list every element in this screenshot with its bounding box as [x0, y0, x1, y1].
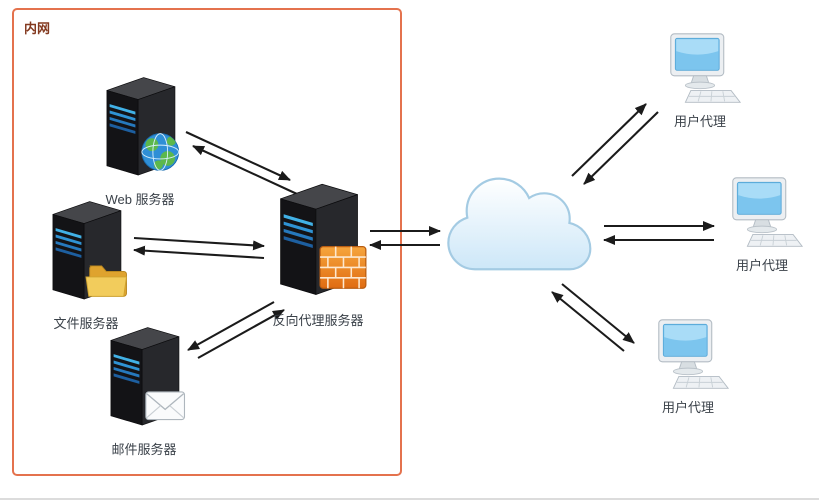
server-led-stripes — [109, 104, 136, 134]
keyboard-icon — [684, 89, 742, 103]
bottom-divider — [0, 498, 819, 500]
server-led-stripes — [283, 214, 313, 248]
mail-server-icon — [110, 327, 186, 426]
node-label: Web 服务器 — [105, 192, 175, 207]
node-internet-cloud — [430, 170, 608, 283]
cloud-icon — [447, 177, 592, 271]
node-label: 邮件服务器 — [111, 442, 177, 457]
file-server-icon — [52, 201, 128, 300]
node-label: 用户代理 — [673, 113, 726, 129]
monitor-icon — [732, 177, 787, 234]
node-mail-server: 邮件服务器 — [88, 322, 200, 458]
web-server-icon — [106, 77, 180, 176]
monitor-icon — [658, 319, 713, 376]
keyboard-icon — [672, 375, 730, 389]
server-led-stripes — [113, 354, 140, 384]
node-file-server: 文件服务器 — [30, 196, 142, 332]
intranet-box: 内网 — [12, 8, 402, 476]
node-user-agent-2: 用户代理 — [712, 176, 812, 274]
globe-icon — [141, 133, 180, 171]
arrow-agent3-to-cloud — [551, 291, 625, 352]
envelope-icon — [145, 391, 186, 421]
node-label: 用户代理 — [735, 257, 788, 273]
monitor-icon — [670, 33, 725, 90]
keyboard-icon — [746, 233, 804, 247]
reverse-proxy-icon — [280, 183, 367, 295]
arrow-cloud-to-agent3 — [561, 283, 635, 344]
node-user-agent-3: 用户代理 — [638, 318, 738, 416]
node-label: 反向代理服务器 — [272, 313, 364, 328]
node-label: 文件服务器 — [53, 316, 119, 331]
node-reverse-proxy: 反向代理服务器 — [252, 178, 384, 329]
node-label: 用户代理 — [661, 399, 714, 415]
intranet-label: 内网 — [24, 21, 51, 36]
server-led-stripes — [55, 228, 82, 258]
computer-icon — [658, 319, 730, 389]
node-web-server: Web 服务器 — [84, 72, 196, 208]
arrow-cloud-to-agent1 — [571, 103, 647, 177]
computer-icon — [732, 177, 804, 247]
node-user-agent-1: 用户代理 — [650, 32, 750, 130]
folder-icon — [85, 265, 128, 297]
computer-icon — [670, 33, 742, 103]
firewall-icon — [319, 246, 367, 289]
